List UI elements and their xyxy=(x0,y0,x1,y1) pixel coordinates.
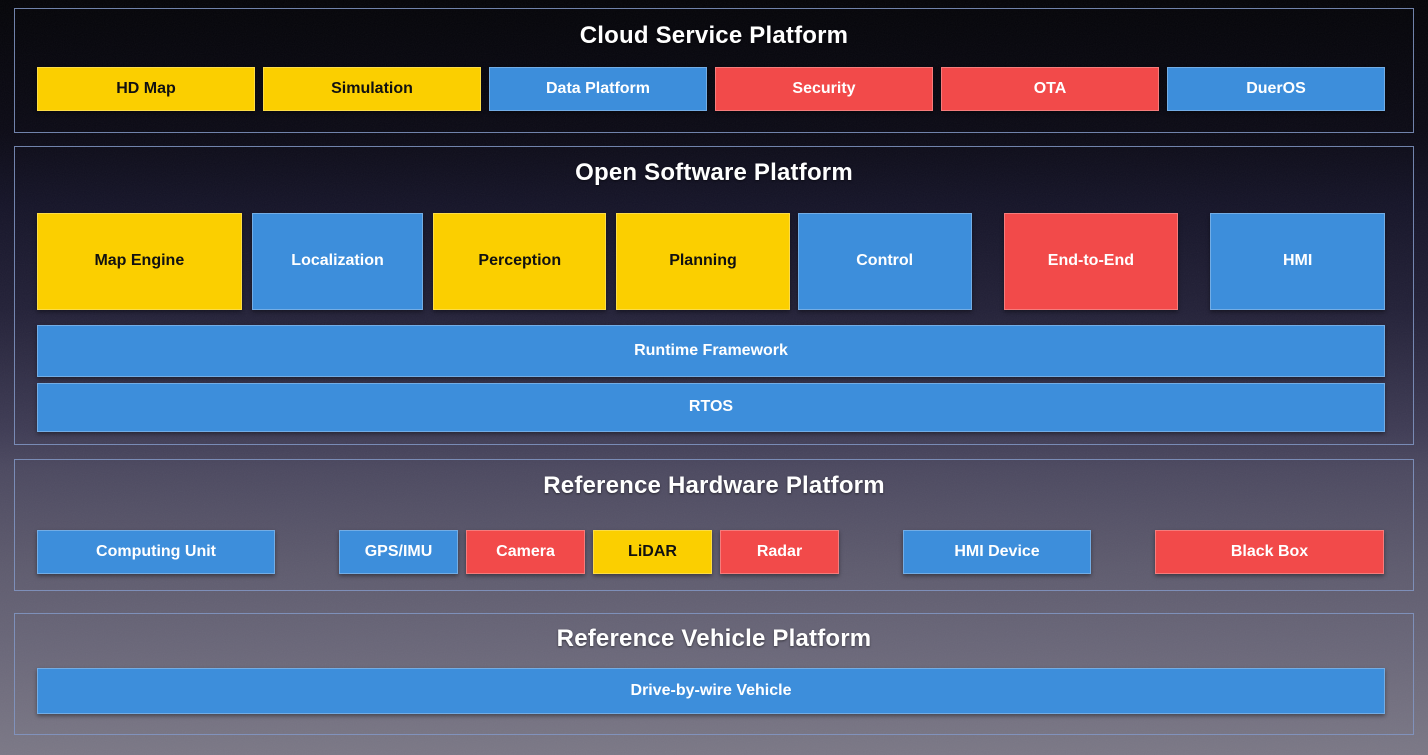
software-modules-row: Map Engine Localization Perception Plann… xyxy=(37,213,1385,310)
hw-black-box: Black Box xyxy=(1155,530,1384,574)
module-map-engine: Map Engine xyxy=(37,213,242,310)
bar-rtos: RTOS xyxy=(37,383,1385,432)
vehicle-section-title: Reference Vehicle Platform xyxy=(556,625,872,652)
hardware-section-title: Reference Hardware Platform xyxy=(543,472,885,499)
box-hd-map: HD Map xyxy=(37,67,255,111)
module-planning: Planning xyxy=(616,213,790,310)
box-data-platform: Data Platform xyxy=(489,67,707,111)
bar-drive-by-wire-vehicle: Drive-by-wire Vehicle xyxy=(37,668,1385,714)
module-perception: Perception xyxy=(433,213,607,310)
module-localization: Localization xyxy=(251,213,424,310)
box-ota: OTA xyxy=(941,67,1159,111)
module-control: Control xyxy=(797,213,972,310)
reference-vehicle-platform-section: Reference Vehicle Platform Drive-by-wire… xyxy=(14,613,1414,735)
hw-hmi-device: HMI Device xyxy=(903,530,1091,574)
cloud-service-platform-section: Cloud Service Platform HD Map Simulation… xyxy=(14,8,1414,133)
hardware-boxes-row: Computing Unit GPS/IMU Camera LiDAR Rada… xyxy=(37,530,1385,574)
reference-hardware-platform-section: Reference Hardware Platform Computing Un… xyxy=(14,459,1414,591)
cloud-boxes-row: HD Map Simulation Data Platform Security… xyxy=(37,67,1385,111)
open-software-platform-section: Open Software Platform Map Engine Locali… xyxy=(14,146,1414,445)
hw-radar: Radar xyxy=(720,530,839,574)
software-section-title: Open Software Platform xyxy=(575,159,853,186)
hw-lidar: LiDAR xyxy=(593,530,712,574)
box-security: Security xyxy=(715,67,933,111)
box-dueros: DuerOS xyxy=(1167,67,1385,111)
hw-camera: Camera xyxy=(466,530,585,574)
hw-computing-unit: Computing Unit xyxy=(37,530,275,574)
module-end-to-end: End-to-End xyxy=(1003,213,1179,310)
hw-gps-imu: GPS/IMU xyxy=(339,530,458,574)
cloud-section-title: Cloud Service Platform xyxy=(579,22,849,49)
module-hmi: HMI xyxy=(1210,213,1385,310)
bar-runtime-framework: Runtime Framework xyxy=(37,325,1385,377)
box-simulation: Simulation xyxy=(263,67,481,111)
